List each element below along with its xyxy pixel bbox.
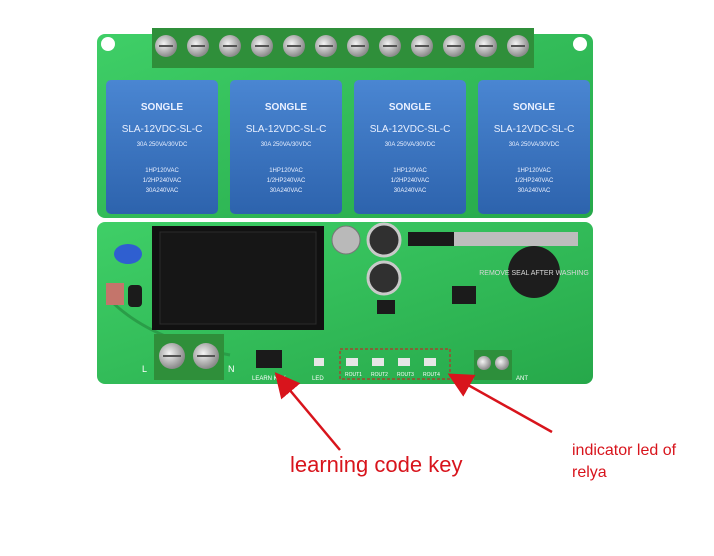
fuse: [106, 283, 124, 305]
antenna-terminal: [474, 350, 512, 380]
inductor: [331, 225, 361, 255]
buzzer-label: REMOVE SEAL AFTER WASHING: [479, 270, 589, 277]
learning-code-key-label: learning code key: [290, 452, 463, 477]
learning-arrow: [274, 372, 341, 451]
channel-led: [372, 358, 384, 366]
rf-module: [454, 232, 578, 246]
relay-label: 1/2HP240VAC: [391, 178, 430, 184]
relay-label: 1HP120VAC: [269, 168, 303, 174]
relay-body: [106, 80, 218, 214]
power-terminal: [154, 334, 224, 380]
relay-label: 30A240VAC: [518, 188, 551, 194]
relay-label: 30A 250VA/30VDC: [137, 142, 188, 148]
relay-label: 1/2HP240VAC: [143, 178, 182, 184]
silk-led: LED: [312, 376, 324, 382]
relay-label: SONGLE: [265, 102, 308, 113]
silk-learn-key: LEARN KEY: [252, 376, 286, 382]
top-terminal-block: [152, 28, 534, 68]
relay-label: 1/2HP240VAC: [267, 178, 306, 184]
ic-chip: [377, 300, 395, 314]
electrolytic-cap: [366, 222, 402, 258]
channel-led: [346, 358, 358, 366]
electrolytic-cap: [366, 260, 402, 296]
learning-button[interactable]: [256, 350, 282, 368]
relay-label: 30A 250VA/30VDC: [261, 142, 312, 148]
relay-4: SONGLE SLA-12VDC-SL-C 30A 250VA/30VDC 1HP12…: [478, 80, 590, 214]
relay-label: SLA-12VDC-SL-C: [494, 124, 575, 135]
relay-label: 30A240VAC: [146, 188, 179, 194]
channel-led-label: ROUT1: [345, 372, 362, 378]
relay-label: SLA-12VDC-SL-C: [122, 124, 203, 135]
relay-label: 1HP120VAC: [145, 168, 179, 174]
channel-led-label: ROUT4: [423, 372, 440, 378]
buzzer: [508, 246, 560, 298]
relay-label: 30A 250VA/30VDC: [509, 142, 560, 148]
relay-label: SLA-12VDC-SL-C: [246, 124, 327, 135]
relay-3: SONGLE SLA-12VDC-SL-C 30A 250VA/30VDC 1HP12…: [354, 80, 466, 214]
relay-body: [478, 80, 590, 214]
relay-label: 1HP120VAC: [393, 168, 427, 174]
header-pins: [408, 232, 454, 246]
ic-chip: [452, 286, 476, 304]
mount-hole: [573, 37, 587, 51]
channel-led-label: ROUT3: [397, 372, 414, 378]
bridge-rectifier: [128, 285, 142, 307]
power-led: [314, 358, 324, 366]
indicator-led-box: [339, 348, 451, 380]
pcb-upper: [97, 34, 593, 218]
silk-l: L: [142, 364, 147, 374]
relay-label: 1/2HP240VAC: [515, 178, 554, 184]
mount-hole: [101, 37, 115, 51]
channel-led-label: ROUT2: [371, 372, 388, 378]
indicator-led-label: indicator led of relya: [572, 442, 677, 481]
blue-capacitor: [114, 244, 142, 264]
relay-label: 1HP120VAC: [517, 168, 551, 174]
relay-label: 30A 250VA/30VDC: [385, 142, 436, 148]
relay-body: [230, 80, 342, 214]
relay-label: SONGLE: [141, 102, 184, 113]
led-arrow: [447, 373, 553, 434]
relay-2: SONGLE SLA-12VDC-SL-C 30A 250VA/30VDC 1HP12…: [230, 80, 342, 214]
silk-ant: ANT: [516, 376, 528, 382]
relay-label: 30A240VAC: [270, 188, 303, 194]
relay-label: SONGLE: [513, 102, 556, 113]
relay-label: SLA-12VDC-SL-C: [370, 124, 451, 135]
channel-led: [424, 358, 436, 366]
silk-n: N: [228, 364, 235, 374]
channel-led: [398, 358, 410, 366]
relay-1: SONGLE SLA-12VDC-SL-C 30A 250VA/30VDC 1HP12…: [106, 80, 218, 214]
relay-label: 30A240VAC: [394, 188, 427, 194]
relay-body: [354, 80, 466, 214]
relay-label: SONGLE: [389, 102, 432, 113]
transformer-mark: [159, 231, 317, 325]
